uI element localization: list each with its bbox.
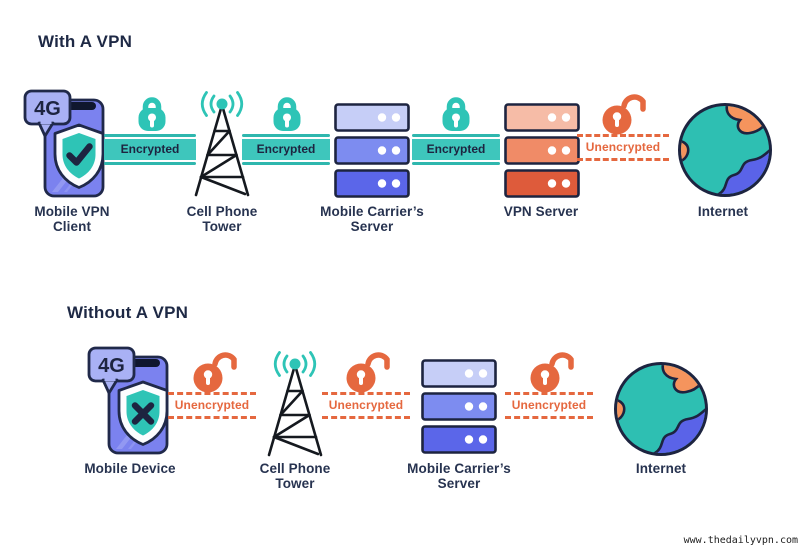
shield-x-icon: [117, 380, 169, 446]
node-label-internet: Internet: [635, 461, 687, 476]
encrypted-line: [104, 134, 196, 137]
phone-shield-x-icon: 4G: [87, 346, 169, 455]
4g-speech-bubble: 4G: [87, 346, 136, 395]
unencrypted-link: Unencrypted: [505, 392, 593, 419]
encrypted-line: [412, 134, 500, 137]
open-lock-icon: [602, 91, 648, 135]
unencrypted-link: Unencrypted: [322, 392, 410, 419]
closed-lock-icon: [440, 93, 472, 133]
unencrypted-label: Unencrypted: [174, 398, 250, 412]
4g-speech-bubble: 4G: [23, 89, 72, 138]
watermark-url: www.thedailyvpn.com: [683, 535, 798, 546]
encrypted-line: [242, 162, 330, 165]
node-label-internet: Internet: [697, 204, 749, 219]
node-label-carrier-server: Mobile Carrier’s Server: [407, 461, 511, 492]
unencrypted-label: Unencrypted: [585, 140, 661, 154]
open-lock-icon: [346, 349, 392, 393]
server-stack-orange-icon: [504, 103, 580, 199]
shield-check-icon: [53, 123, 105, 189]
encrypted-link: Encrypted: [104, 134, 196, 165]
open-lock-icon: [193, 349, 239, 393]
unencrypted-dashed-line: [322, 392, 410, 395]
cell-tower-icon: [262, 351, 328, 459]
unencrypted-link: Unencrypted: [577, 134, 669, 161]
phone-shield-check-icon: 4G: [23, 89, 105, 198]
unencrypted-dashed-line: [577, 134, 669, 137]
unencrypted-label: Unencrypted: [328, 398, 404, 412]
server-stack-blue-icon: [421, 359, 497, 455]
node-label-carrier-server: Mobile Carrier’s Server: [320, 204, 424, 235]
encrypted-label: Encrypted: [412, 139, 500, 160]
without-vpn-title: Without A VPN: [67, 303, 189, 322]
4g-badge: 4G: [98, 355, 125, 377]
encrypted-line: [412, 162, 500, 165]
node-label-mobile-vpn-client: Mobile VPN Client: [34, 204, 110, 235]
globe-icon: [676, 101, 774, 199]
unencrypted-dashed-line: [577, 158, 669, 161]
closed-lock-icon: [271, 93, 303, 133]
with-vpn-title: With A VPN: [38, 32, 133, 51]
closed-lock-icon: [136, 93, 168, 133]
encrypted-link: Encrypted: [412, 134, 500, 165]
globe-icon: [612, 360, 710, 458]
encrypted-label: Encrypted: [242, 139, 330, 160]
unencrypted-link: Unencrypted: [168, 392, 256, 419]
unencrypted-dashed-line: [168, 392, 256, 395]
open-lock-icon: [530, 349, 576, 393]
node-label-cell-tower: Cell Phone Tower: [259, 461, 331, 492]
node-label-vpn-server: VPN Server: [503, 204, 579, 219]
unencrypted-dashed-line: [505, 392, 593, 395]
unencrypted-dashed-line: [505, 416, 593, 419]
node-label-cell-tower: Cell Phone Tower: [186, 204, 258, 235]
encrypted-line: [104, 162, 196, 165]
encrypted-label: Encrypted: [104, 139, 196, 160]
encrypted-link: Encrypted: [242, 134, 330, 165]
unencrypted-label: Unencrypted: [511, 398, 587, 412]
4g-badge: 4G: [34, 98, 61, 120]
unencrypted-dashed-line: [322, 416, 410, 419]
node-label-mobile-device: Mobile Device: [84, 461, 176, 476]
encrypted-line: [242, 134, 330, 137]
server-stack-blue-icon: [334, 103, 410, 199]
unencrypted-dashed-line: [168, 416, 256, 419]
